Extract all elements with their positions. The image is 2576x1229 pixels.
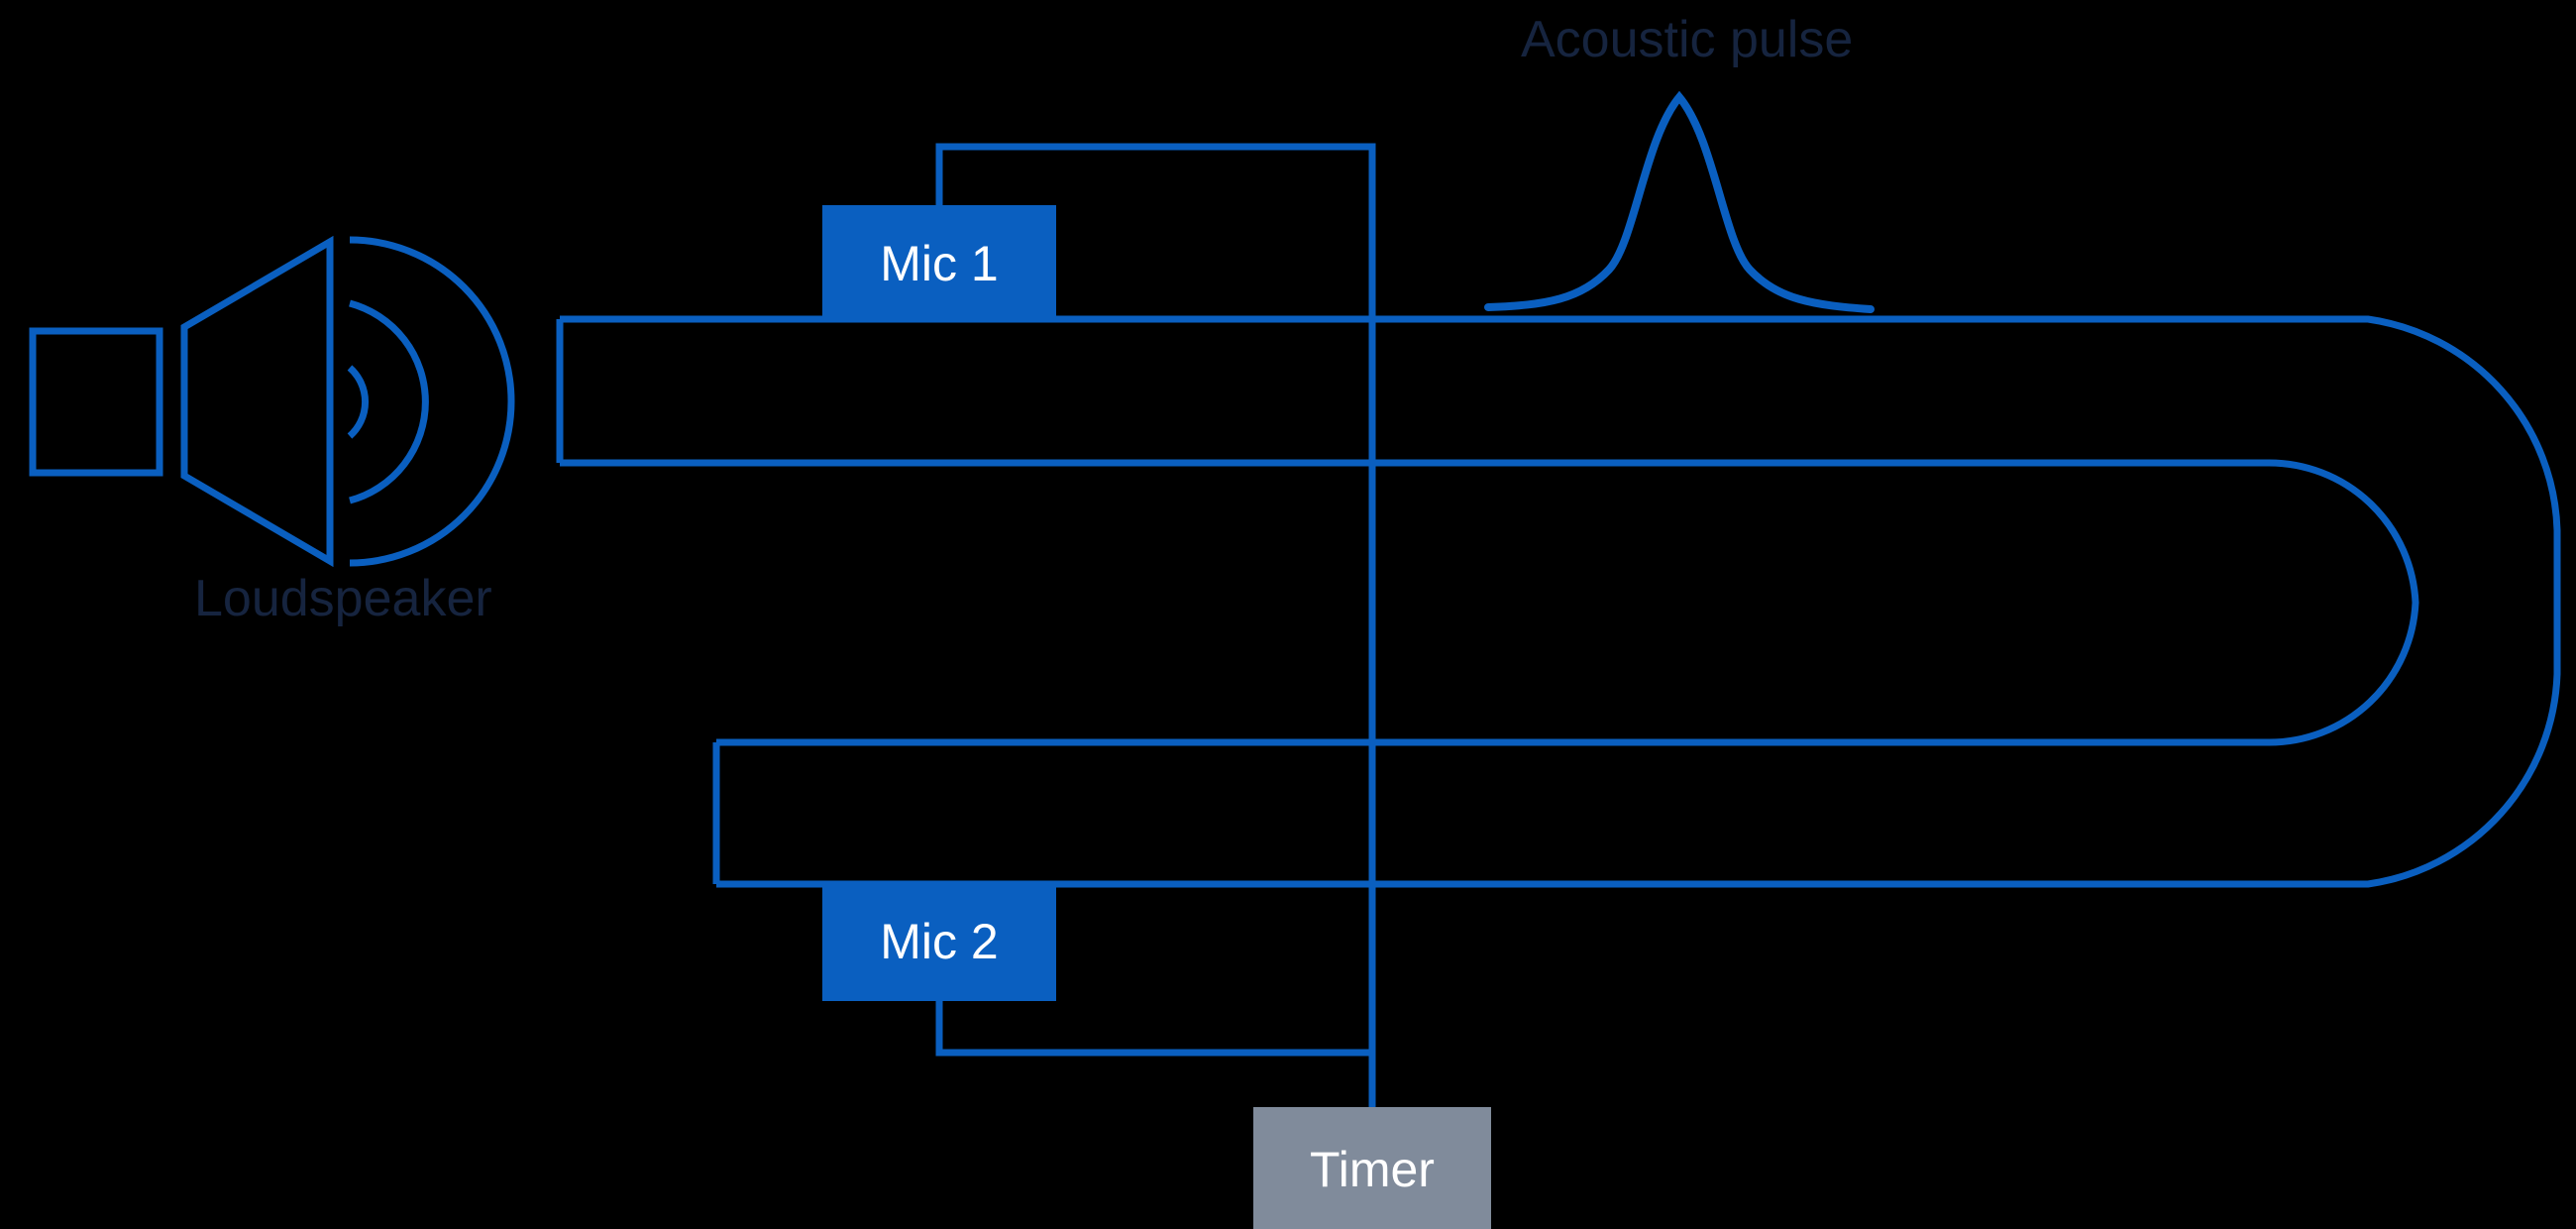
tube-outer-wall: [560, 315, 2561, 888]
mic2-node[interactable]: Mic 2: [822, 882, 1056, 1001]
acoustic-pulse-caption: Acoustic pulse: [1521, 11, 1854, 68]
acoustic-pulse-curve: [1484, 90, 1875, 313]
mic1-node[interactable]: Mic 1: [822, 205, 1056, 322]
mic1-label: Mic 1: [880, 236, 999, 291]
loudspeaker-wave-arc-outer: [349, 236, 515, 567]
mic2-label: Mic 2: [880, 914, 999, 969]
timer-node[interactable]: Timer: [1253, 1107, 1491, 1229]
loudspeaker-caption: Loudspeaker: [194, 570, 492, 627]
loudspeaker-icon: [29, 235, 515, 568]
tube-assembly: [556, 315, 2561, 888]
loudspeaker-cone: [180, 235, 334, 568]
loudspeaker-magnet-body: [29, 327, 163, 477]
gaussian-pulse-icon: [1484, 90, 1875, 313]
mic1-to-timer-path: [935, 143, 1376, 1107]
loudspeaker-wave-arc-middle: [349, 299, 429, 504]
loudspeaker-wave-arc-inner: [347, 365, 370, 439]
timer-label: Timer: [1310, 1141, 1435, 1197]
mic1-timer-wire: [935, 143, 1376, 1107]
tube-inner-wall: [560, 459, 2419, 746]
mic2-timer-wire: [935, 1001, 1372, 1057]
mic2-to-timer-path: [935, 1001, 1372, 1057]
